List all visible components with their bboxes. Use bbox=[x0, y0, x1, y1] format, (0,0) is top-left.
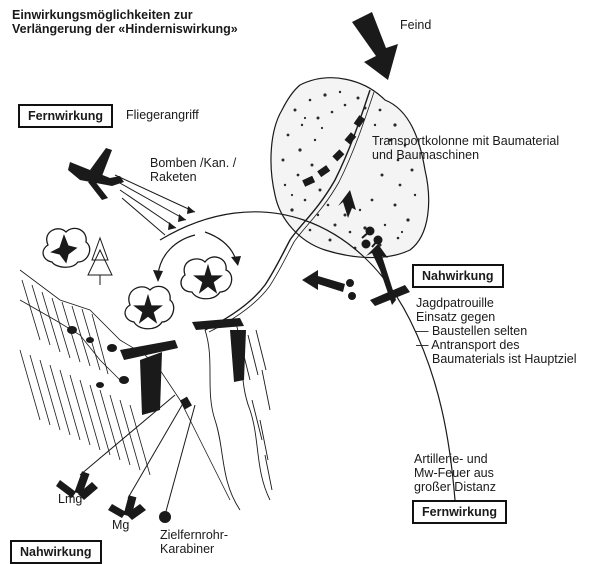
label-jagd-2: Einsatz gegen bbox=[416, 310, 495, 324]
sniper-rifle-icon bbox=[159, 511, 171, 523]
enemy-arrow bbox=[352, 12, 398, 80]
bomb-streaks bbox=[115, 175, 195, 235]
patrol-arrow-left bbox=[302, 270, 345, 292]
airplane-icon bbox=[68, 148, 124, 200]
construction-symbol bbox=[180, 397, 192, 410]
label-bomben-2: Raketen bbox=[150, 170, 197, 184]
nahwirkung-bottom-box: Nahwirkung bbox=[10, 540, 102, 564]
fernwirkung-bottom-box: Fernwirkung bbox=[412, 500, 507, 524]
label-artillerie-3: großer Distanz bbox=[414, 480, 496, 494]
label-fliegerangriff: Fliegerangriff bbox=[126, 108, 199, 122]
forest-area bbox=[271, 78, 429, 258]
label-lmg: Lmg bbox=[58, 492, 82, 506]
mg-icon bbox=[108, 495, 146, 520]
label-jagd-3: — Baustellen selten bbox=[416, 324, 527, 338]
label-transport-2: und Baumaschinen bbox=[372, 148, 479, 162]
label-artillerie-2: Mw-Feuer aus bbox=[414, 466, 494, 480]
conifer-tree bbox=[88, 238, 112, 285]
label-artillerie-1: Artillerie- und bbox=[414, 452, 488, 466]
label-bomben-1: Bomben /Kan. / bbox=[150, 156, 236, 170]
nahwirkung-right-box: Nahwirkung bbox=[412, 264, 504, 288]
label-jagd-5: Baumaterials ist Hauptziel bbox=[432, 352, 577, 366]
label-transport-1: Transportkolonne mit Baumaterial bbox=[372, 134, 559, 148]
label-ziel-1: Zielfernrohr- bbox=[160, 528, 228, 542]
label-feind: Feind bbox=[400, 18, 431, 32]
title-line-2: Verlängerung der «Hinderniswirkung» bbox=[12, 22, 238, 36]
label-jagd-4: — Antransport des bbox=[416, 338, 520, 352]
artillery-arc bbox=[160, 212, 455, 500]
label-jagd-1: Jagdpatrouille bbox=[416, 296, 494, 310]
strike-arrow-2 bbox=[205, 232, 236, 260]
label-mg: Mg bbox=[112, 518, 129, 532]
fernwirkung-top-box: Fernwirkung bbox=[18, 104, 113, 128]
label-ziel-2: Karabiner bbox=[160, 542, 214, 556]
fire-lines bbox=[80, 395, 195, 515]
explosion-clouds bbox=[43, 228, 232, 328]
title-line-1: Einwirkungsmöglichkeiten zur bbox=[12, 8, 193, 22]
terrain-hatching bbox=[20, 270, 230, 500]
